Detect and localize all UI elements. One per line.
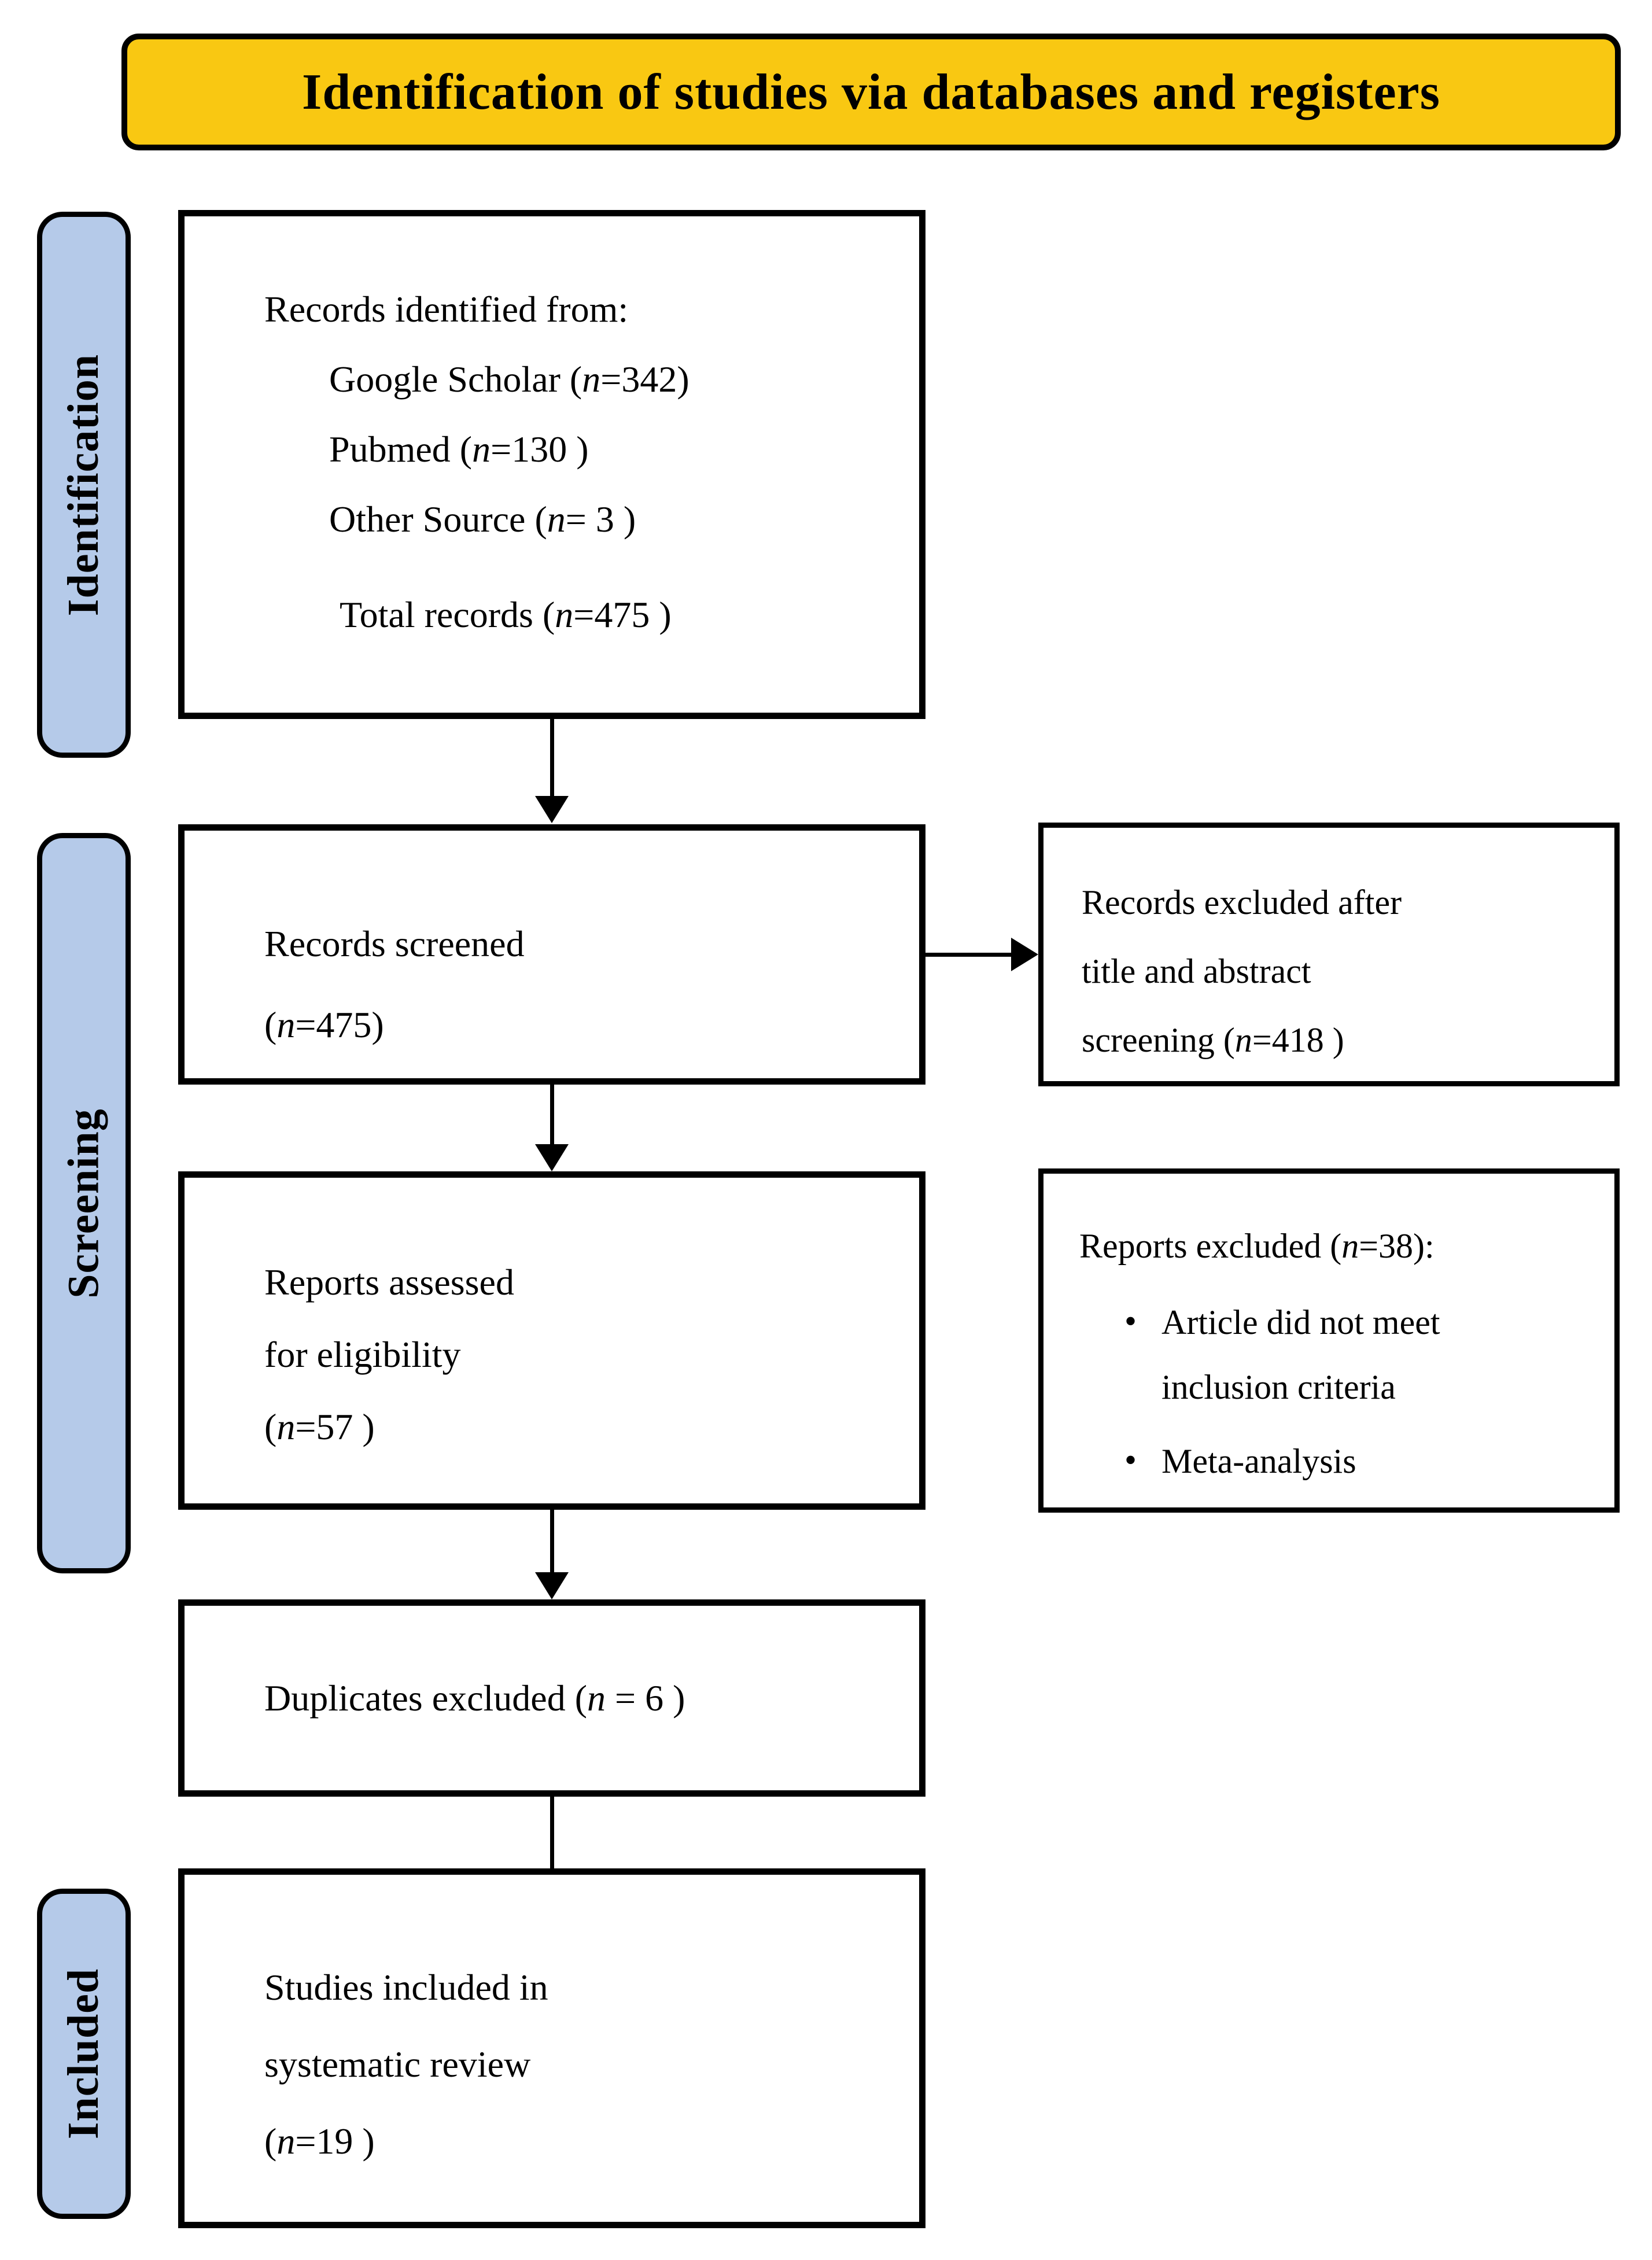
flow-line-assessed-to-duplicates bbox=[550, 1510, 554, 1574]
stage-pill-included: Included bbox=[37, 1889, 131, 2219]
source-google-scholar: Google Scholar (n=342) bbox=[329, 359, 689, 400]
arrowhead-identified-to-screened bbox=[535, 796, 569, 823]
total-records: Total records (n=475 ) bbox=[340, 594, 672, 635]
records-excluded-line2: title and abstract bbox=[1082, 952, 1311, 990]
source-pubmed: Pubmed (n=130 ) bbox=[329, 429, 589, 470]
banner-title: Identification of studies via databases … bbox=[302, 64, 1440, 120]
box-records-identified: Records identified from: Google Scholar … bbox=[178, 210, 925, 719]
flow-line-screened-to-excluded bbox=[925, 953, 1012, 957]
records-screened-count: (n=475) bbox=[264, 1004, 384, 1045]
records-identified-intro: Records identified from: bbox=[264, 289, 629, 330]
stage-pill-screening: Screening bbox=[37, 833, 131, 1573]
reports-excluded-bullet-meta: Meta-analysis bbox=[1079, 1428, 1495, 1494]
reports-excluded-heading: Reports excluded (n=38): bbox=[1079, 1227, 1435, 1265]
source-other: Other Source (n= 3 ) bbox=[329, 499, 636, 540]
box-reports-assessed: Reports assessed for eligibility (n=57 ) bbox=[178, 1171, 925, 1510]
flow-line-screened-to-assessed bbox=[550, 1085, 554, 1146]
duplicates-excluded-text: Duplicates excluded (n = 6 ) bbox=[264, 1678, 685, 1719]
arrowhead-screened-to-assessed bbox=[535, 1144, 569, 1171]
reports-excluded-bullet-list: Article did not meet inclusion criteria … bbox=[1079, 1289, 1594, 1494]
stage-label-screening: Screening bbox=[59, 1108, 108, 1299]
box-duplicates-excluded: Duplicates excluded (n = 6 ) bbox=[178, 1599, 925, 1797]
records-excluded-line1: Records excluded after bbox=[1082, 883, 1402, 921]
stage-pill-identification: Identification bbox=[37, 212, 131, 758]
stage-label-included: Included bbox=[59, 1968, 108, 2140]
studies-included-line1: Studies included in bbox=[264, 1967, 548, 2008]
arrowhead-screened-to-excluded bbox=[1011, 938, 1038, 971]
arrowhead-assessed-to-duplicates bbox=[535, 1572, 569, 1599]
flow-line-identified-to-screened bbox=[550, 719, 554, 798]
studies-included-count: (n=19 ) bbox=[264, 2121, 375, 2162]
box-records-screened: Records screened (n=475) bbox=[178, 824, 925, 1085]
flow-line-duplicates-to-included bbox=[550, 1797, 554, 1868]
box-reports-excluded: Reports excluded (n=38): Article did not… bbox=[1038, 1168, 1620, 1513]
reports-assessed-count: (n=57 ) bbox=[264, 1406, 375, 1447]
box-studies-included: Studies included in systematic review (n… bbox=[178, 1868, 925, 2228]
stage-label-identification: Identification bbox=[59, 353, 108, 616]
box-records-excluded-title-abstract: Records excluded after title and abstrac… bbox=[1038, 823, 1620, 1086]
records-excluded-line3: screening (n=418 ) bbox=[1082, 1021, 1344, 1059]
reports-excluded-bullet-inclusion: Article did not meet inclusion criteria bbox=[1079, 1289, 1495, 1420]
studies-included-line2: systematic review bbox=[264, 2044, 531, 2085]
banner-identification-via-databases: Identification of studies via databases … bbox=[121, 34, 1621, 150]
reports-assessed-line1: Reports assessed bbox=[264, 1262, 514, 1303]
records-screened-line: Records screened bbox=[264, 923, 525, 964]
reports-assessed-line2: for eligibility bbox=[264, 1334, 461, 1375]
